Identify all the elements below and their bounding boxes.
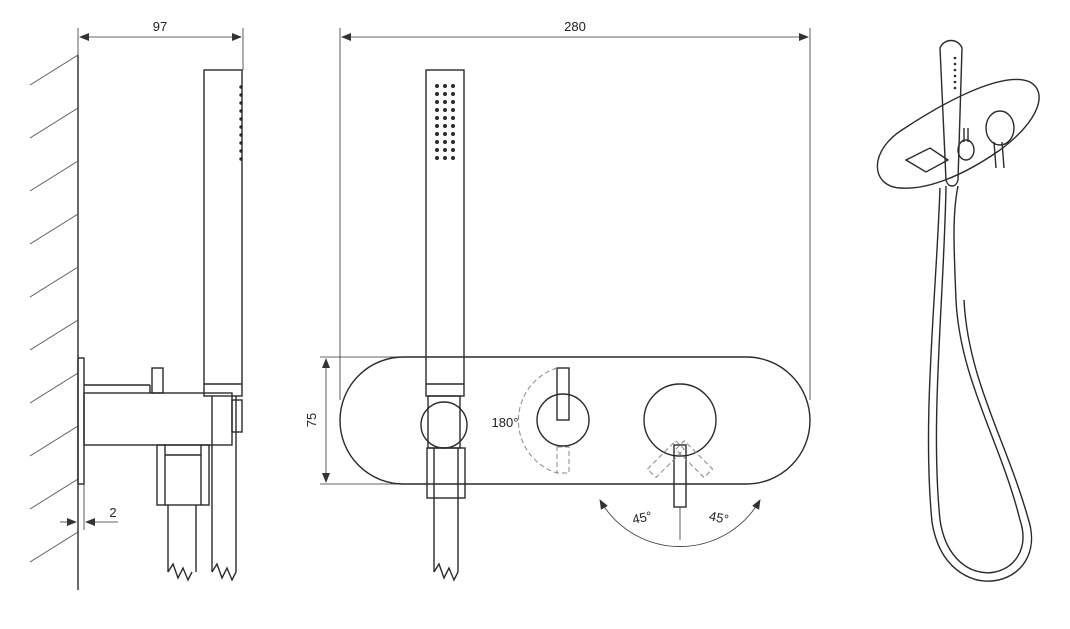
front-mixer: 45° 45° xyxy=(599,383,761,547)
side-mixer-body xyxy=(83,392,233,446)
angle-180-label: 180° xyxy=(492,415,519,430)
dimension-280: 280 xyxy=(339,19,811,400)
iso-cover-plate xyxy=(876,78,1040,189)
dimension-2-label: 2 xyxy=(109,505,116,520)
iso-mixer-knob xyxy=(985,110,1015,146)
wall-hatching xyxy=(29,54,79,590)
dimension-280-label: 280 xyxy=(564,19,586,34)
front-nozzle-grid xyxy=(435,84,455,160)
dimension-75-label: 75 xyxy=(304,413,319,427)
angle-45-right-label: 45° xyxy=(708,508,730,527)
front-diverter: 180° xyxy=(492,367,590,474)
iso-holder xyxy=(904,147,950,173)
dimension-97-label: 97 xyxy=(153,19,167,34)
side-hand-shower xyxy=(203,69,243,397)
side-holder xyxy=(231,399,243,433)
dimension-75: 75 xyxy=(304,356,402,485)
dimension-2: 2 xyxy=(60,484,118,530)
side-diverter-knob xyxy=(151,367,164,394)
iso-hand-shower xyxy=(939,39,963,187)
side-hose-connector xyxy=(156,444,210,506)
side-view: 97 xyxy=(29,19,244,590)
front-cover-plate xyxy=(339,356,811,485)
isometric-view xyxy=(876,39,1040,582)
iso-nozzle-dots xyxy=(953,56,957,90)
front-view: 280 75 xyxy=(304,19,811,582)
angle-45-left-label: 45° xyxy=(631,508,653,527)
iso-hose xyxy=(935,185,1024,574)
iso-diverter xyxy=(957,139,975,161)
side-nozzle-dots xyxy=(239,85,243,161)
front-hose-outlet xyxy=(426,447,466,499)
dimension-97: 97 xyxy=(77,19,244,70)
side-wall-plate xyxy=(77,357,85,485)
